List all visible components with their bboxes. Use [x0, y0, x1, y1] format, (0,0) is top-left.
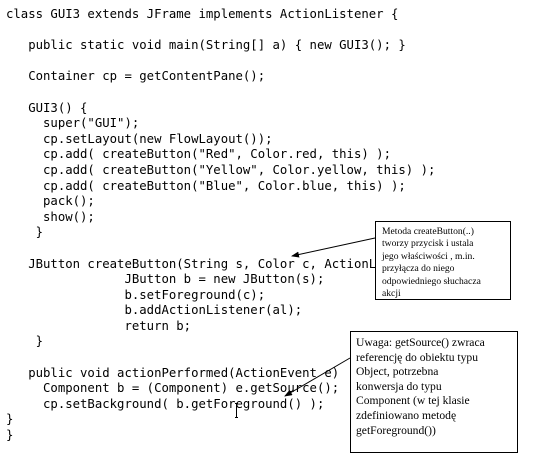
code-line: }: [6, 334, 44, 349]
code-line: class GUI3 extends JFrame implements Act…: [6, 7, 399, 21]
text-cursor-icon: [235, 403, 238, 418]
code-line: super("GUI");: [6, 116, 140, 131]
code-line: return b;: [6, 318, 192, 333]
code-line: b.setForeground(c);: [6, 287, 266, 302]
code-line: cp.add( createButton("Blue", Color.blue,…: [6, 178, 406, 193]
code-line: cp.setLayout(new FlowLayout());: [6, 131, 273, 146]
code-line: cp.add( createButton("Red", Color.red, t…: [6, 147, 391, 162]
create-button-callout: Metoda createButton(..) tworzy przycisk …: [375, 221, 511, 300]
code-line: show();: [6, 209, 95, 224]
code-line: cp.add( createButton("Yellow", Color.yel…: [6, 162, 436, 177]
code-line: GUI3() {: [6, 100, 88, 115]
code-line: [6, 85, 472, 101]
code-line: Container cp = getContentPane();: [6, 69, 266, 84]
code-line: pack();: [6, 194, 95, 209]
code-line: JButton b = new JButton(s);: [6, 272, 325, 287]
code-line: b.addActionListener(al);: [6, 303, 303, 318]
code-line: [6, 54, 472, 70]
code-line: cp.setBackground( b.getForeground() );: [6, 396, 325, 411]
code-line: }: [6, 225, 44, 240]
code-line: }: [6, 412, 14, 427]
code-line: }: [6, 428, 14, 443]
get-source-callout: Uwaga: getSource() zwraca referencję do …: [350, 331, 518, 453]
code-line: public static void main(String[] a) { ne…: [6, 38, 406, 53]
code-line: [6, 23, 472, 39]
